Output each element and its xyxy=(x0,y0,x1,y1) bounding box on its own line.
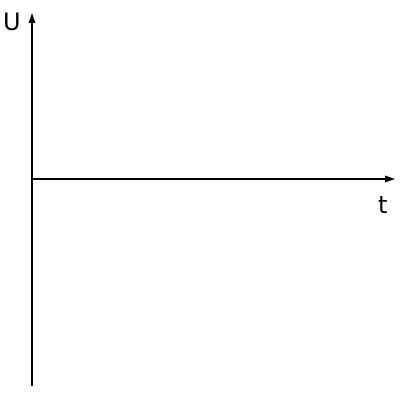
horizontal-axis-label: t xyxy=(378,191,387,219)
vertical-axis-label: U xyxy=(3,8,21,36)
vertical-axis-arrowhead xyxy=(28,13,36,23)
horizontal-axis-arrowhead xyxy=(385,175,395,183)
